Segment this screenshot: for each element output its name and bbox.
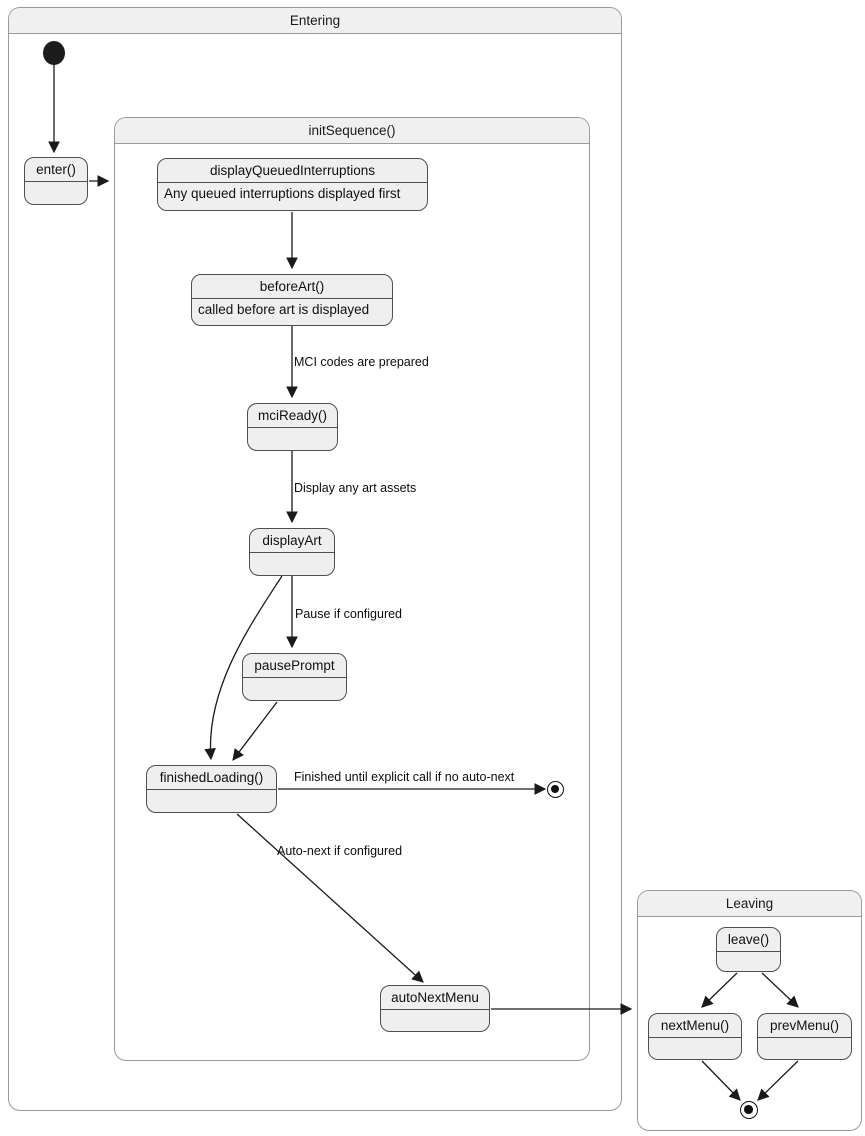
state-finished-loading[interactable]: finishedLoading() [146,765,277,813]
final-state-inner-dot [744,1105,753,1114]
state-mci-ready[interactable]: mciReady() [247,403,338,451]
state-mci-ready-body [248,428,337,450]
state-display-art-title: displayArt [250,529,334,553]
edge-label-pause-if-configured: Pause if configured [295,607,403,621]
state-auto-next-menu[interactable]: autoNextMenu [380,985,490,1032]
composite-state-init-sequence[interactable]: initSequence() [114,117,590,1061]
edge-label-mci-codes-are-prepared: MCI codes are prepared [294,355,429,369]
state-prev-menu[interactable]: prevMenu() [757,1013,852,1060]
edge-leave-to-next-menu [701,972,738,1008]
state-prev-menu-body [758,1038,851,1059]
state-pause-prompt[interactable]: pausePrompt [242,653,347,701]
state-enter-title: enter() [25,158,87,182]
state-finished-loading-title: finishedLoading() [147,766,276,790]
state-enter-body [25,182,87,204]
composite-state-leaving-title: Leaving [638,891,861,917]
state-display-queued-interruptions-body: Any queued interruptions displayed first [164,186,401,201]
edge-label-finished-until-explicit-call: Finished until explicit call if no auto-… [294,770,515,784]
composite-state-init-sequence-title: initSequence() [115,118,589,144]
state-finished-loading-body [147,790,276,812]
state-before-art[interactable]: beforeArt() called before art is display… [191,274,393,326]
state-pause-prompt-title: pausePrompt [243,654,346,678]
composite-state-leaving[interactable]: Leaving [637,890,862,1131]
state-before-art-body: called before art is displayed [198,302,370,317]
final-state-node-entering[interactable] [547,781,564,798]
state-leave-title: leave() [717,928,780,952]
initial-state-node[interactable] [43,41,65,65]
state-before-art-title: beforeArt() [192,275,392,299]
state-enter[interactable]: enter() [24,157,88,205]
state-leave[interactable]: leave() [716,927,781,972]
edge-pause-prompt-to-finished-loading [232,701,278,761]
state-display-queued-interruptions-title: displayQueuedInterruptions [158,159,427,183]
edge-display-art-to-finished-loading [204,575,283,761]
composite-state-entering-title: Entering [9,8,621,34]
state-mci-ready-title: mciReady() [248,404,337,428]
state-pause-prompt-body [243,678,346,700]
state-next-menu-body [649,1038,741,1059]
edge-next-menu-to-final [701,1060,741,1101]
edge-leave-to-prev-menu [761,972,799,1008]
state-display-queued-interruptions[interactable]: displayQueuedInterruptions Any queued in… [157,158,428,211]
state-auto-next-menu-body [381,1010,489,1031]
state-display-art-body [250,553,334,575]
state-next-menu[interactable]: nextMenu() [648,1013,742,1060]
final-state-node-leaving[interactable] [740,1101,758,1119]
edge-finished-loading-to-auto-next-menu [236,813,424,983]
state-leave-body [717,952,780,971]
edge-label-display-any-art-assets: Display any art assets [294,481,417,495]
edge-prev-menu-to-final [757,1060,799,1101]
state-auto-next-menu-title: autoNextMenu [381,986,489,1010]
state-next-menu-title: nextMenu() [649,1014,741,1038]
edge-label-auto-next-if-configured: Auto-next if configured [277,844,403,858]
state-display-art[interactable]: displayArt [249,528,335,576]
state-prev-menu-title: prevMenu() [758,1014,851,1038]
final-state-inner-dot [551,785,560,794]
